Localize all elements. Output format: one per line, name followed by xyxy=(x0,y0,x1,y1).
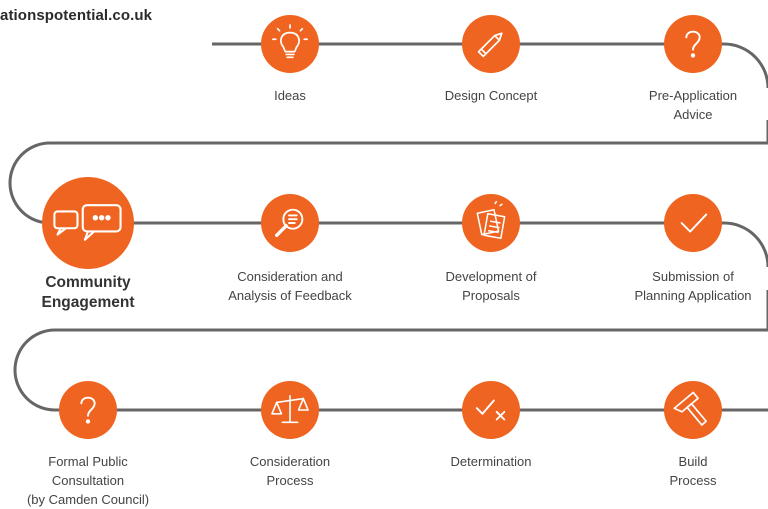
step-label-line: Process xyxy=(266,473,314,488)
checkmark-icon xyxy=(680,213,708,233)
step-label: Ideas xyxy=(274,86,306,105)
step-label-line: Development of xyxy=(445,269,537,284)
process-step-node xyxy=(261,381,319,439)
step-circle xyxy=(59,381,117,439)
step-label-line: Proposals xyxy=(462,288,520,303)
scales-icon xyxy=(271,394,309,424)
step-label-line: Consultation xyxy=(51,473,125,488)
step-label-line: Consideration xyxy=(249,454,331,469)
step-label: Determination xyxy=(451,452,532,471)
step-circle xyxy=(462,194,520,252)
step-label-line: (by Camden Council) xyxy=(26,492,150,507)
step-label-line: Advice xyxy=(673,107,713,122)
process-path-line xyxy=(212,42,768,89)
hammer-icon xyxy=(673,391,708,426)
step-circle xyxy=(462,15,520,73)
step-circle xyxy=(664,15,722,73)
step-label: Submission of Planning Application xyxy=(634,267,751,305)
step-label-line: Pre-Application xyxy=(648,88,738,103)
step-label-line: Consideration and xyxy=(237,269,343,284)
process-step-node xyxy=(664,194,722,252)
process-step-node xyxy=(462,15,520,73)
documents-icon xyxy=(476,200,506,240)
process-step-node xyxy=(664,381,722,439)
speech-bubbles-icon xyxy=(53,204,122,241)
pencil-icon xyxy=(477,32,503,58)
process-path-line xyxy=(8,120,768,268)
question-icon xyxy=(685,30,701,58)
step-label-line: Determination xyxy=(450,454,532,469)
step-label-line: Submission of xyxy=(652,269,734,284)
step-label-line: Engagement xyxy=(41,294,135,311)
step-label-line: Ideas xyxy=(274,88,306,103)
step-circle xyxy=(261,15,319,73)
lightbulb-icon xyxy=(272,24,308,59)
process-step-node xyxy=(664,15,722,73)
process-step-node xyxy=(462,194,520,252)
process-step-node xyxy=(59,381,117,439)
step-circle xyxy=(462,381,520,439)
process-step-node xyxy=(462,381,520,439)
question-icon xyxy=(80,396,96,424)
step-label: Design Concept xyxy=(445,86,538,105)
step-label-line: Design Concept xyxy=(444,88,538,103)
website-url: ationspotential.co.uk xyxy=(0,7,153,24)
step-label-line: Analysis of Feedback xyxy=(228,288,352,303)
process-path-line xyxy=(13,290,768,412)
step-circle xyxy=(664,381,722,439)
check-cross-icon xyxy=(475,399,506,421)
step-label-line: Process xyxy=(669,473,717,488)
process-step-node xyxy=(42,177,134,269)
process-step-node xyxy=(261,194,319,252)
step-label-line: Community xyxy=(45,274,131,291)
step-circle xyxy=(42,177,134,269)
step-label-line: Build xyxy=(678,454,708,469)
step-label-line: Planning Application xyxy=(634,288,752,303)
process-step-node xyxy=(261,15,319,73)
magnifier-icon xyxy=(275,208,304,238)
step-circle xyxy=(664,194,722,252)
step-label: Development of Proposals xyxy=(445,267,536,305)
step-label-line: Formal Public xyxy=(48,454,128,469)
